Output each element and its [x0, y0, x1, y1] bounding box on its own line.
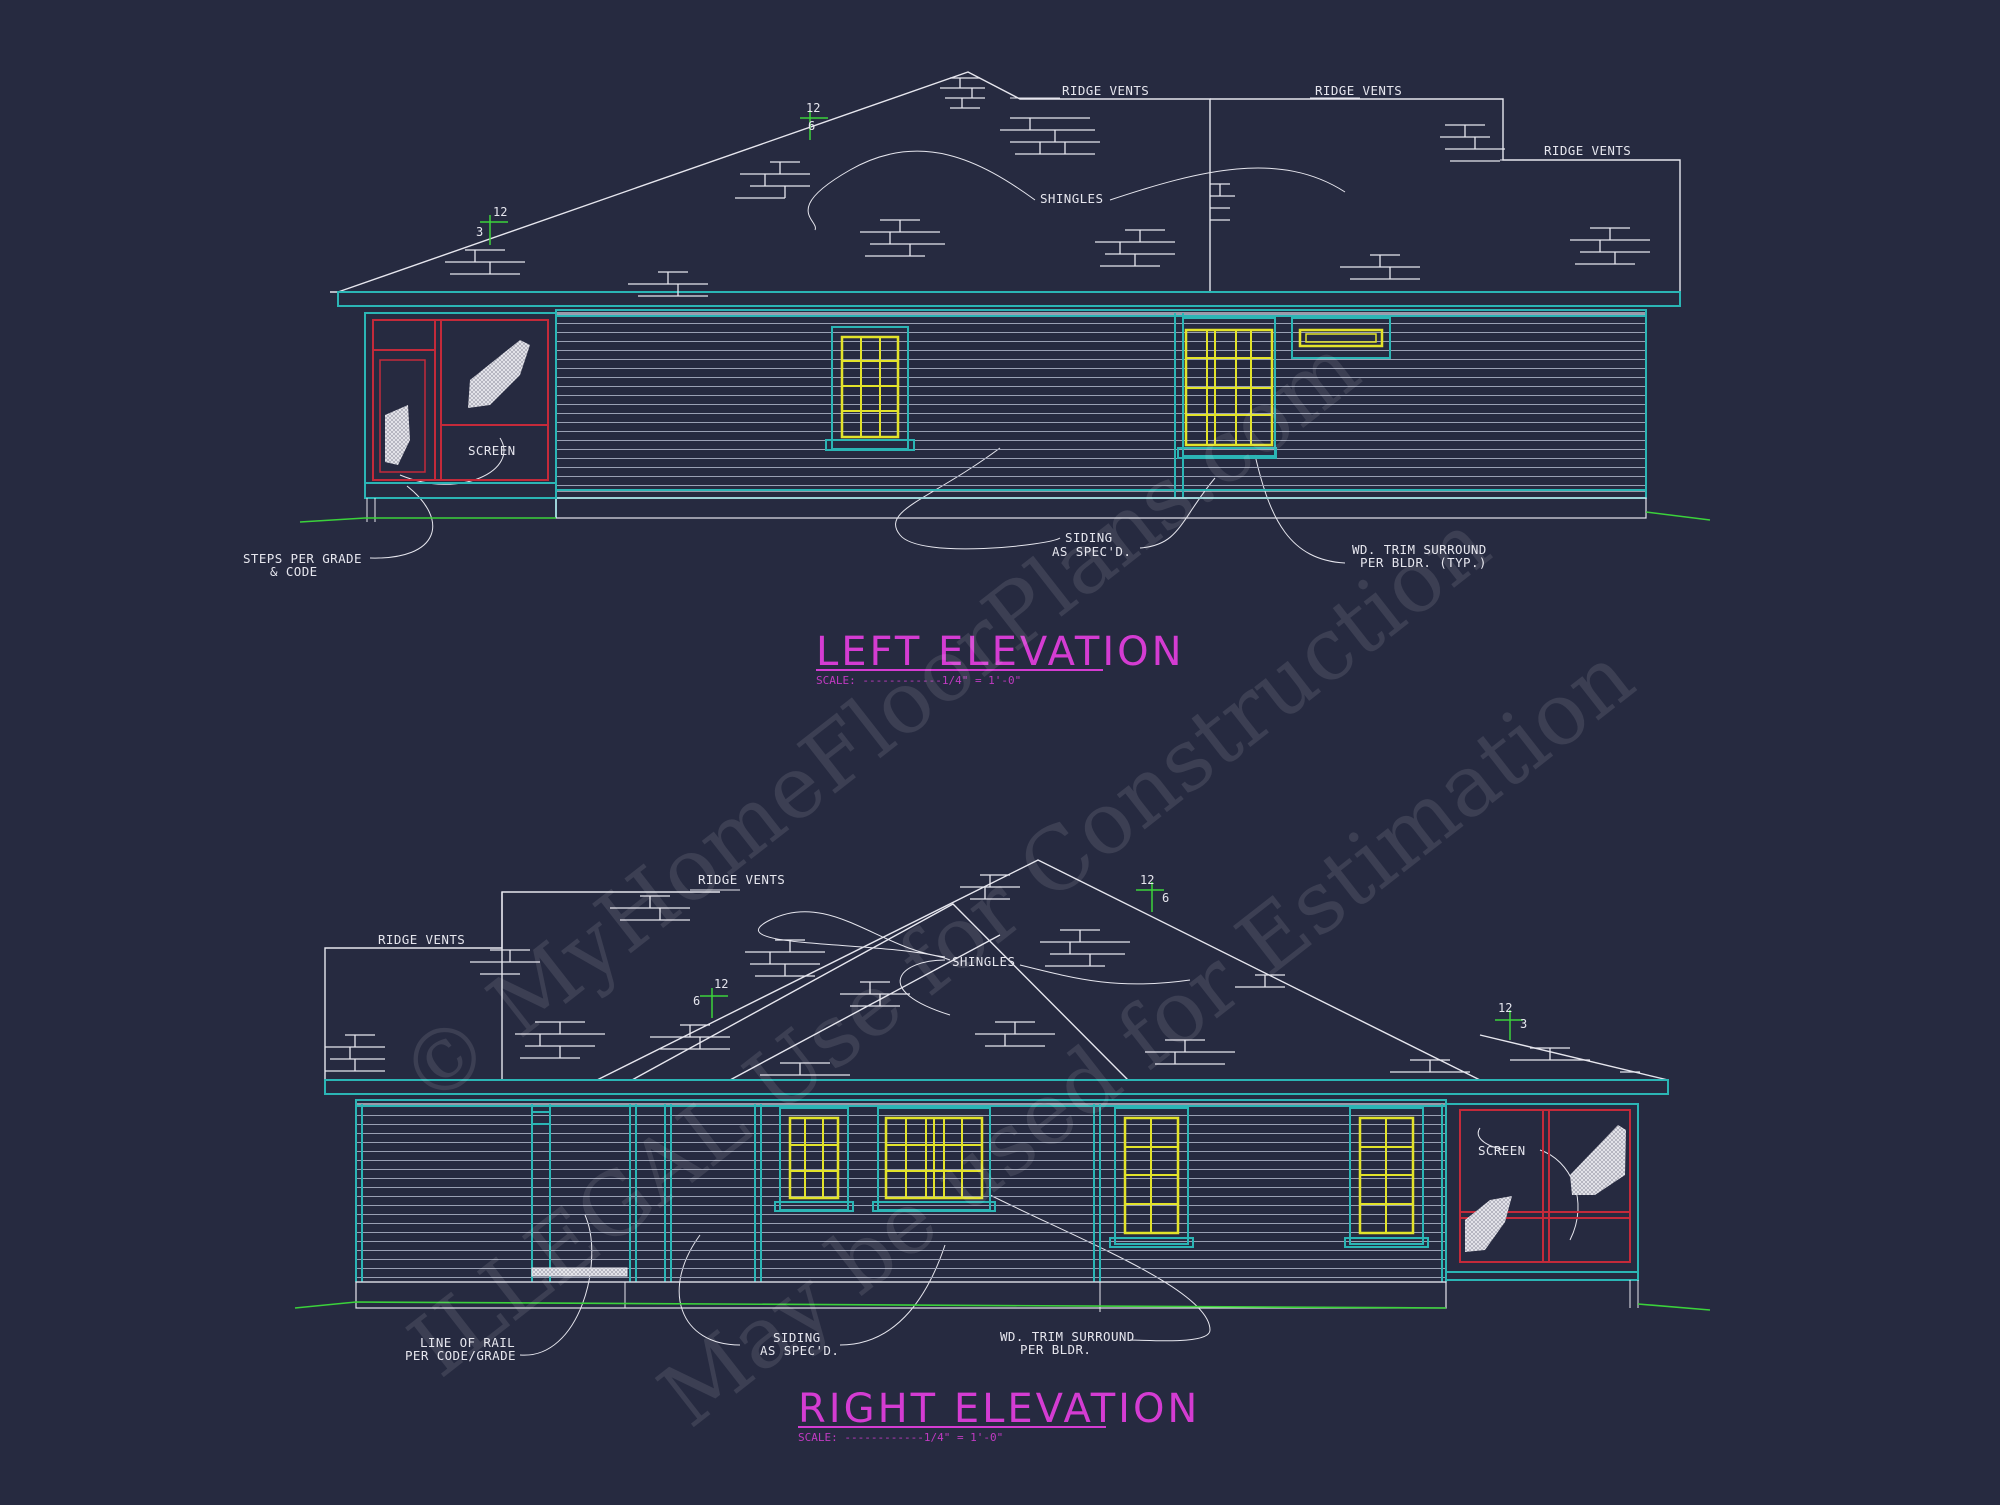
right-ridge-vents-label-2: RIDGE VENTS [698, 872, 785, 887]
right-shingle-symbols [325, 874, 1640, 1076]
right-pitch-rise-1: 6 [1162, 891, 1169, 905]
right-ridge-vents-label-1: RIDGE VENTS [378, 932, 465, 947]
right-pitch-run-1: 12 [1140, 873, 1154, 887]
left-steps-label-2: & CODE [270, 564, 318, 579]
right-posts [355, 1104, 1447, 1282]
right-siding-label-2: AS SPEC'D. [760, 1343, 839, 1358]
left-pitch-markers [480, 110, 828, 245]
left-pitch-run-2: 12 [493, 205, 507, 219]
right-elevation-scale: SCALE: ------------1/4" = 1'-0" [798, 1431, 1003, 1444]
right-shingles-label: SHINGLES [952, 954, 1015, 969]
right-rail-label-2: PER CODE/GRADE [405, 1348, 516, 1363]
right-siding-label-1: SIDING [773, 1330, 821, 1345]
right-rail-label-1: LINE OF RAIL [420, 1335, 515, 1350]
left-ridge-vents-label-2: RIDGE VENTS [1315, 83, 1402, 98]
left-siding-label-2: AS SPEC'D. [1052, 544, 1131, 559]
left-trim-label-1: WD. TRIM SURROUND [1352, 542, 1487, 557]
left-elevation-title: LEFT ELEVATION [816, 629, 1185, 675]
left-roof-lines [330, 71, 1681, 293]
right-screen-porch [1445, 1103, 1639, 1308]
left-elevation-scale: SCALE: ------------1/4" = 1'-0" [816, 674, 1021, 687]
right-elevation-title: RIGHT ELEVATION [798, 1386, 1200, 1432]
right-trim-label-1: WD. TRIM SURROUND [1000, 1329, 1135, 1344]
left-shingle-symbols [445, 77, 1650, 297]
left-trim-label-2: PER BLDR. (TYP.) [1360, 555, 1487, 570]
left-steps-label-1: STEPS PER GRADE [243, 551, 362, 566]
right-screen-label: SCREEN [1478, 1143, 1526, 1158]
left-siding-label-1: SIDING [1065, 530, 1113, 545]
right-pitch-run-2: 12 [714, 977, 728, 991]
right-pitch-markers [700, 882, 1523, 1040]
left-windows [825, 317, 1391, 459]
left-grade-line [299, 511, 1711, 523]
left-ridge-vents-label-3: RIDGE VENTS [1544, 143, 1631, 158]
right-pitch-run-3: 12 [1498, 1001, 1512, 1015]
left-screen-label: SCREEN [468, 443, 516, 458]
right-windows [774, 1107, 1429, 1248]
left-screen-porch [364, 312, 557, 522]
right-elevation [294, 859, 1711, 1356]
left-elevation [299, 71, 1711, 564]
left-shingles-label: SHINGLES [1040, 191, 1103, 206]
left-pitch-run-1: 12 [806, 101, 820, 115]
left-pitch-rise-1: 6 [808, 119, 815, 133]
right-grade-line [294, 1301, 1711, 1311]
right-pitch-rise-2: 6 [693, 994, 700, 1008]
left-pitch-rise-2: 3 [476, 225, 483, 239]
left-ridge-vents-label-1: RIDGE VENTS [1062, 83, 1149, 98]
right-pitch-rise-3: 3 [1520, 1017, 1527, 1031]
right-trim-label-2: PER BLDR. [1020, 1342, 1091, 1357]
